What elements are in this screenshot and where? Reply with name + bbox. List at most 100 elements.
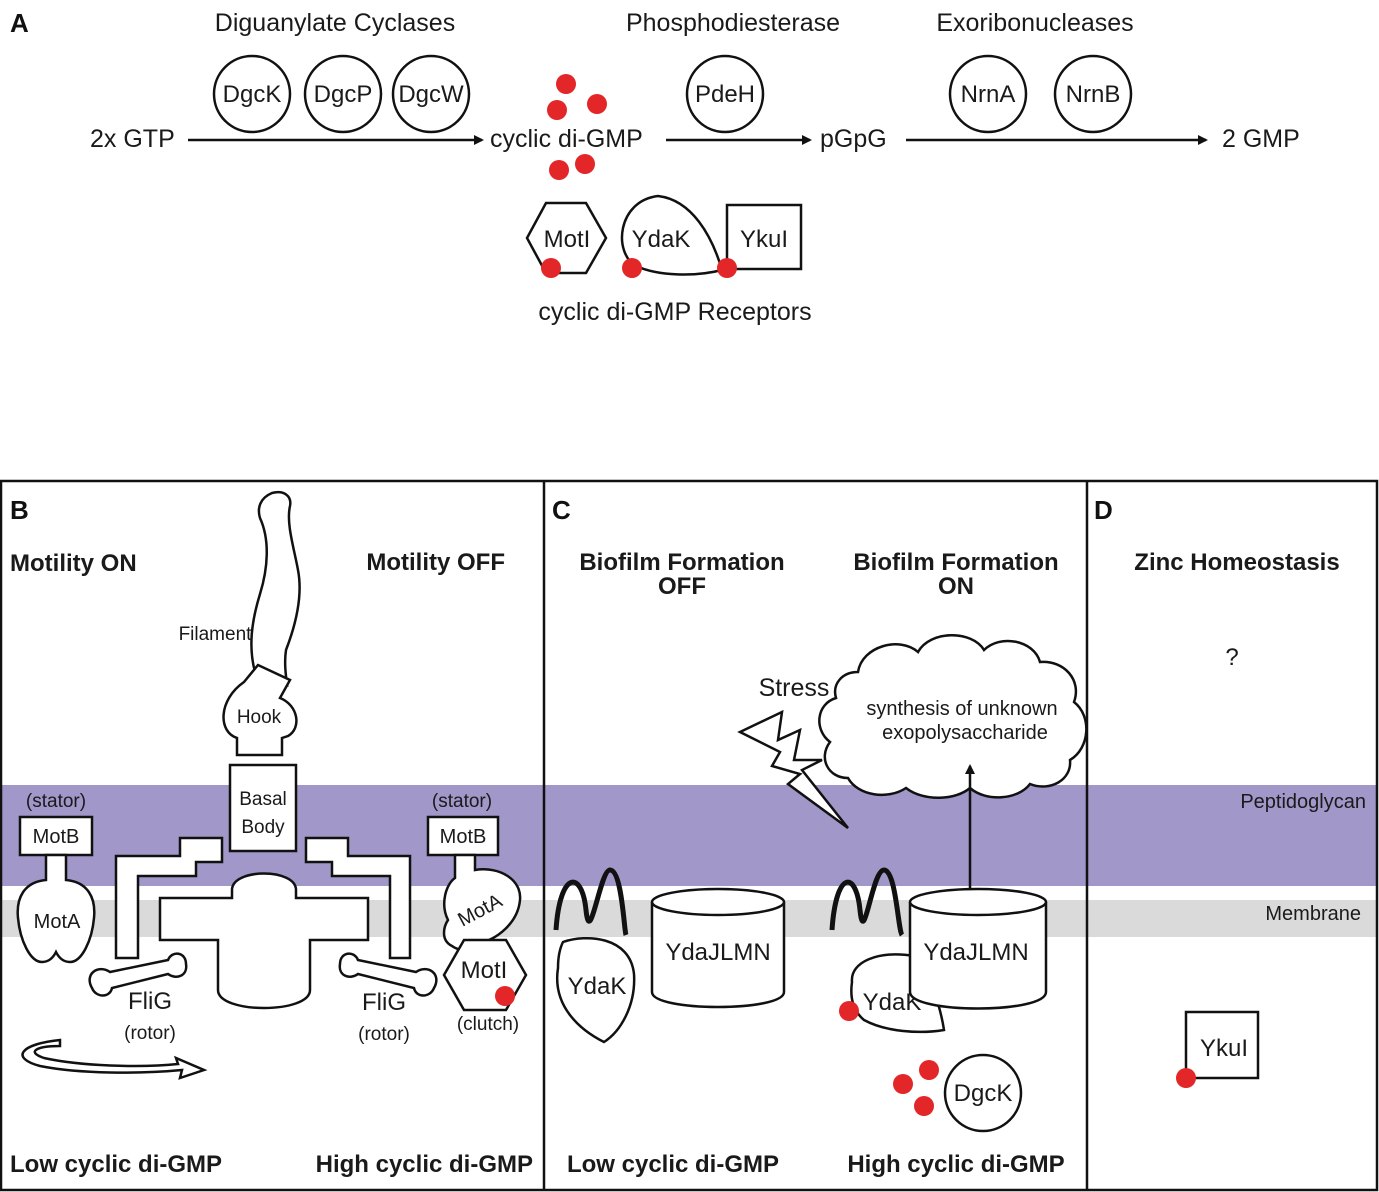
motor-core [158, 872, 370, 1010]
cyclic-di-gmp-dots-c [893, 1060, 939, 1116]
receptors-label: cyclic di-GMP Receptors [538, 298, 811, 326]
panel-c: C Biofilm Formation OFF Biofilm Formatio… [552, 495, 1088, 1178]
dgck-c-label: DgcK [954, 1080, 1013, 1107]
nrnb-enzyme: NrnB [1053, 54, 1133, 134]
ykui-d-label: YkuI [1200, 1035, 1248, 1062]
basal-label-1: Basal [239, 789, 287, 810]
diguanylate-cyclases-label: Diguanylate Cyclases [215, 9, 455, 37]
moti-receptor-label: MotI [544, 226, 591, 253]
nrna-enzyme: NrnA [948, 54, 1028, 134]
ydak-left-tm-loops [553, 867, 629, 936]
dgcp-label: DgcP [314, 81, 373, 108]
panel-b-low-label: Low cyclic di-GMP [10, 1151, 222, 1178]
filament-label: Filament [179, 624, 253, 645]
exoribonucleases-label: Exoribonucleases [936, 9, 1133, 37]
flig-rotor-right [338, 952, 438, 997]
clutch-label: (clutch) [457, 1014, 519, 1035]
panel-d: D Zinc Homeostasis ? Peptidoglycan Membr… [1094, 495, 1366, 1088]
rotor-right-label: (rotor) [358, 1024, 410, 1045]
basal-label-2: Body [241, 817, 285, 838]
cyclic-di-gmp-dots [547, 74, 607, 180]
cloud-label-1: synthesis of unknown [866, 698, 1057, 720]
motility-off-title: Motility OFF [366, 549, 505, 576]
flig-rotor-left [88, 952, 188, 997]
panel-label-d: D [1094, 495, 1113, 525]
ykui-receptor-label: YkuI [740, 226, 788, 253]
dgcp-enzyme: DgcP [303, 54, 383, 134]
ykui-receptor: YkuI [717, 203, 803, 278]
dgck-enzyme: DgcK [212, 54, 292, 134]
pgpg-label: pGpG [820, 125, 887, 153]
peptidoglycan-layer [2, 785, 1376, 886]
panel-label-c: C [552, 495, 571, 525]
panel-a: A Diguanylate Cyclases Phosphodiesterase… [10, 8, 1300, 326]
motb-left-label: MotB [33, 826, 80, 848]
gmp-label: 2 GMP [1222, 125, 1300, 153]
flig-right-label: FliG [362, 989, 406, 1016]
rotation-arrow-icon [21, 1038, 208, 1080]
ydak-left [555, 936, 636, 1044]
ydajlmn-left-label: YdaJLMN [665, 939, 770, 966]
c-ring-left [114, 836, 224, 960]
pdeh-label: PdeH [695, 81, 755, 108]
moti-cdg-dot [495, 986, 515, 1006]
mota-left-label: MotA [34, 911, 81, 933]
panel-frames [0, 479, 1379, 1192]
exopolysaccharide-cloud [818, 634, 1088, 799]
panel-b: B Motility ON Motility OFF Filament Hook… [10, 491, 533, 1178]
moti-receptor: MotI [525, 201, 608, 278]
ydak-cdg-dot [839, 1001, 859, 1021]
dgck-label: DgcK [223, 81, 282, 108]
hook-label: Hook [237, 707, 282, 728]
motility-on-title: Motility ON [10, 550, 137, 577]
hook [222, 663, 298, 757]
motb-left [18, 815, 94, 857]
cloud-label-2: exopolysaccharide [882, 722, 1048, 744]
dgck-enzyme-c: DgcK [943, 1053, 1023, 1133]
ydak-right-tm-loops [829, 867, 905, 937]
nrna-label: NrnA [961, 81, 1016, 108]
zinc-homeostasis-title: Zinc Homeostasis [1134, 549, 1339, 576]
dgcw-label: DgcW [398, 81, 464, 108]
moti-clutch-label: MotI [461, 957, 508, 984]
rotor-left-label: (rotor) [124, 1023, 176, 1044]
cyclic-di-gmp-label: cyclic di-GMP [490, 125, 643, 153]
stress-label: Stress [759, 674, 830, 702]
basal-body [228, 763, 298, 853]
membrane-label: Membrane [1265, 903, 1361, 925]
mota-left [16, 853, 96, 964]
biofilm-on-title-2: ON [938, 573, 974, 600]
biofilm-off-title-2: OFF [658, 573, 706, 600]
gtp-label: 2x GTP [90, 125, 175, 153]
flig-left-label: FliG [128, 988, 172, 1015]
ykui-d [1184, 1010, 1260, 1080]
ykui-cdg-dot [1176, 1068, 1196, 1088]
panel-label-b: B [10, 495, 29, 525]
ydak-receptor: YdaK [620, 194, 724, 278]
ydajlmn-right: YdaJLMN [908, 887, 1048, 1010]
peptidoglycan-label: Peptidoglycan [1240, 791, 1366, 813]
unknown-mechanism-label: ? [1225, 644, 1238, 671]
ydak-left-label: YdaK [568, 973, 627, 1000]
panel-label-a: A [10, 8, 29, 38]
motb-right-label: MotB [440, 826, 487, 848]
motb-right [426, 815, 500, 857]
filament [250, 491, 301, 687]
ydajlmn-right-label: YdaJLMN [923, 939, 1028, 966]
pdeh-enzyme: PdeH [685, 54, 765, 134]
panel-c-low-label: Low cyclic di-GMP [567, 1151, 779, 1178]
nrnb-label: NrnB [1066, 81, 1121, 108]
lightning-bolt-icon [737, 709, 849, 830]
stator-right-label: (stator) [432, 791, 492, 812]
stator-left-label: (stator) [26, 791, 86, 812]
phosphodiesterase-label: Phosphodiesterase [626, 9, 840, 37]
dgcw-enzyme: DgcW [391, 54, 471, 134]
biofilm-off-title-1: Biofilm Formation [579, 549, 784, 576]
c-ring-right [304, 836, 412, 960]
ydajlmn-left: YdaJLMN [650, 887, 786, 1009]
panel-b-high-label: High cyclic di-GMP [316, 1151, 533, 1178]
biofilm-on-title-1: Biofilm Formation [853, 549, 1058, 576]
ydak-receptor-label: YdaK [632, 226, 691, 253]
panel-c-high-label: High cyclic di-GMP [847, 1151, 1064, 1178]
